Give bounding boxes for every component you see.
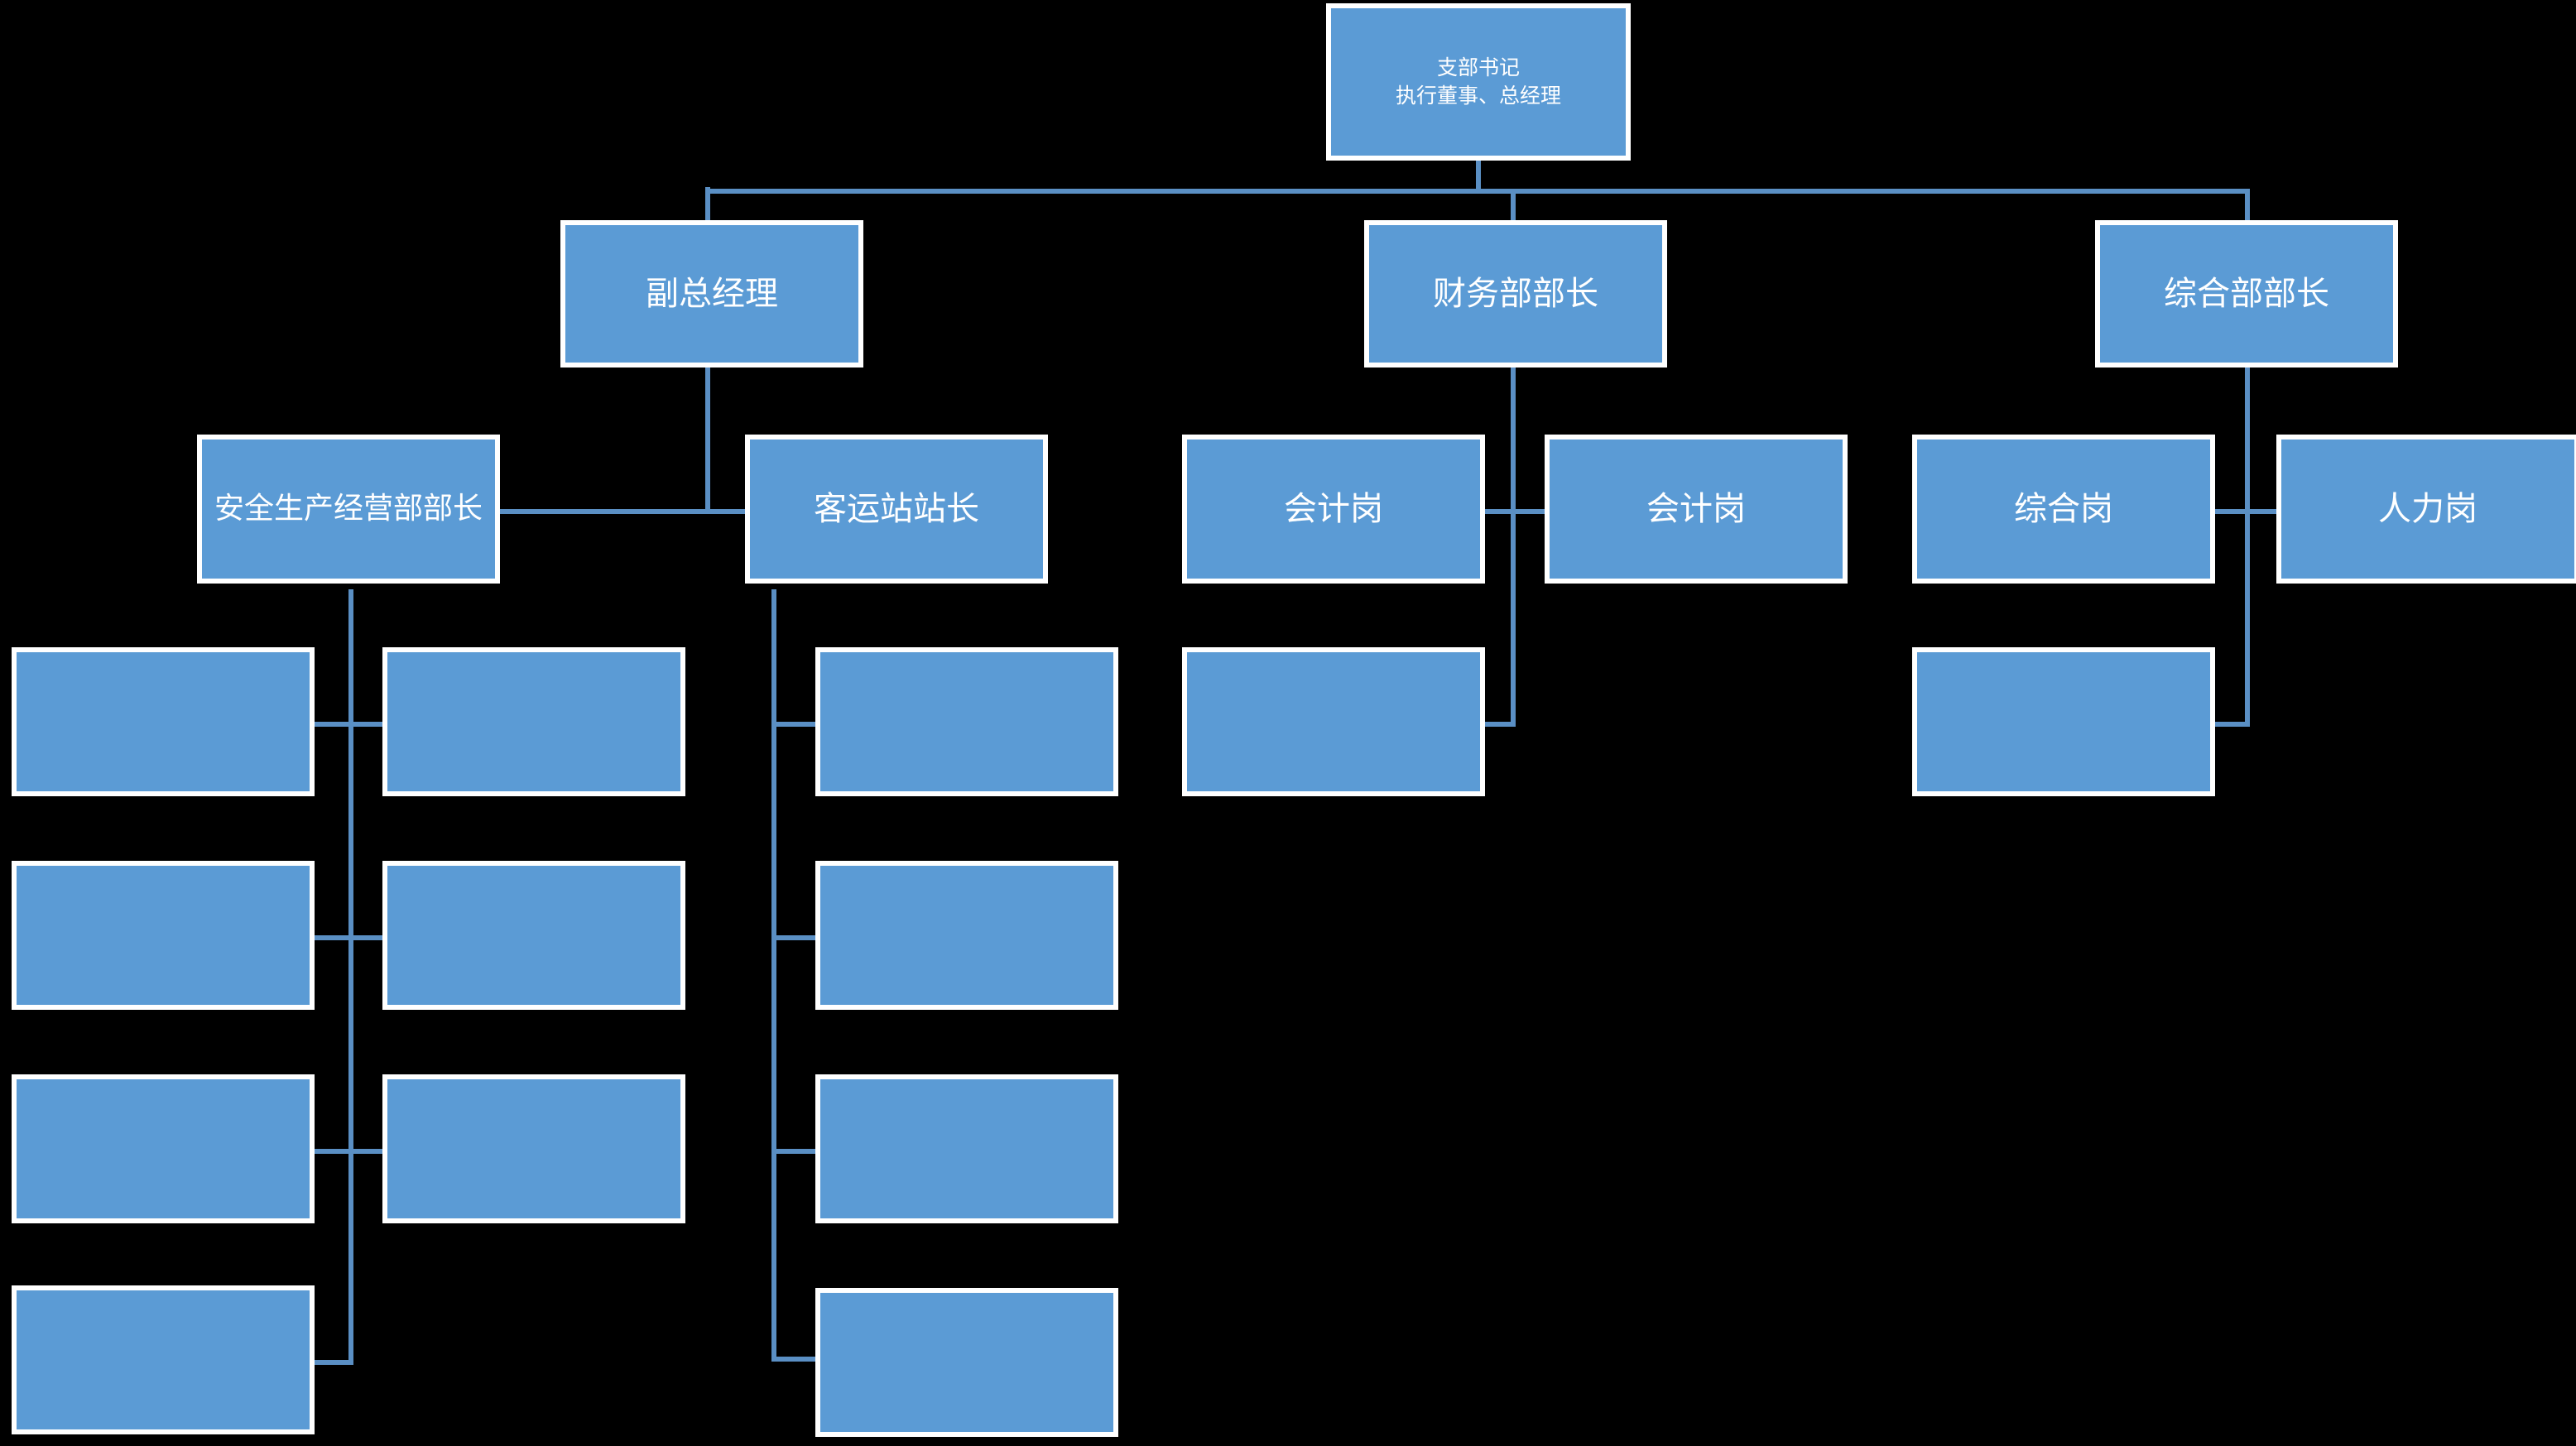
connector-stub-baggage-security	[771, 1149, 817, 1154]
node-general-head[interactable]: 综合部部长	[2095, 220, 2398, 368]
node-root[interactable]: 支部书记 执行董事、总经理	[1326, 3, 1631, 161]
node-accountant-2[interactable]: 会计岗	[1545, 435, 1848, 584]
node-ticket-seller[interactable]	[815, 861, 1118, 1010]
node-duty-manager[interactable]	[815, 647, 1118, 796]
node-station-head[interactable]: 客运站站长	[745, 435, 1048, 584]
node-office-clerk[interactable]	[382, 1074, 685, 1223]
connector-drop-general-head	[2245, 189, 2250, 220]
connector-level2-bus	[705, 189, 2250, 194]
root-line-1: 支部书记	[1436, 55, 1520, 80]
node-label: 综合部部长	[2164, 275, 2329, 313]
node-label: 会计岗	[1646, 490, 1746, 528]
node-cashier-statistics[interactable]	[1182, 647, 1485, 796]
node-delin-charger[interactable]	[382, 861, 685, 1010]
node-label: 综合岗	[2014, 490, 2113, 528]
node-label: 人力岗	[2378, 490, 2477, 528]
connector-stub-office-clerk	[348, 1149, 385, 1154]
connector-stub-delin-charger	[348, 935, 385, 940]
node-hr-post[interactable]: 人力岗	[2276, 435, 2576, 584]
connector-stub-cashier-statistics	[1482, 722, 1516, 727]
node-gate-guard[interactable]	[12, 1285, 315, 1434]
connector-drop-finance-head	[1511, 189, 1516, 220]
connector-stub-dynamic-monitor	[315, 935, 353, 940]
connector-stub-party-post	[2215, 722, 2250, 727]
node-safety-technician[interactable]	[12, 1074, 315, 1223]
connector-stub-duty-manager	[771, 722, 817, 727]
node-party-post[interactable]	[1912, 647, 2215, 796]
node-label: 安全生产经营部部长	[214, 491, 483, 526]
connector-stub-jilin-dispatcher	[315, 722, 353, 727]
node-label: 财务部部长	[1433, 275, 1598, 313]
root-line-2: 执行董事、总经理	[1395, 84, 1561, 108]
connector-finance-spine	[1511, 368, 1516, 727]
node-jilin-dispatcher[interactable]	[12, 647, 315, 796]
connector-general-spine	[2245, 368, 2250, 727]
connector-station-spine	[771, 589, 776, 1357]
node-vehicle-inspection[interactable]	[815, 1288, 1118, 1437]
connector-finance-lvl3-bar	[1482, 509, 1546, 514]
node-label: 客运站站长	[814, 490, 979, 528]
connector-stub-vehicle-inspection	[771, 1357, 817, 1362]
node-safety-head[interactable]: 安全生产经营部部长	[197, 435, 500, 584]
node-baggage-security[interactable]	[815, 1074, 1118, 1223]
node-label: 会计岗	[1284, 490, 1383, 528]
connector-stub-delin-dispatcher	[348, 722, 385, 727]
connector-stub-gate-guard	[315, 1360, 353, 1365]
connector-stub-ticket-seller	[771, 935, 817, 940]
node-finance-head[interactable]: 财务部部长	[1364, 220, 1667, 368]
node-dynamic-monitor[interactable]	[12, 861, 315, 1010]
node-general-post[interactable]: 综合岗	[1912, 435, 2215, 584]
connector-lvl3-left-bar	[500, 509, 748, 514]
node-delin-dispatcher[interactable]	[382, 647, 685, 796]
connector-safety-spine	[348, 589, 353, 1365]
connector-general-lvl3-bar	[2215, 509, 2280, 514]
connector-stub-safety-technician	[315, 1149, 353, 1154]
node-accountant-1[interactable]: 会计岗	[1182, 435, 1485, 584]
node-deputy-gm[interactable]: 副总经理	[560, 220, 863, 368]
node-label: 副总经理	[646, 275, 778, 313]
